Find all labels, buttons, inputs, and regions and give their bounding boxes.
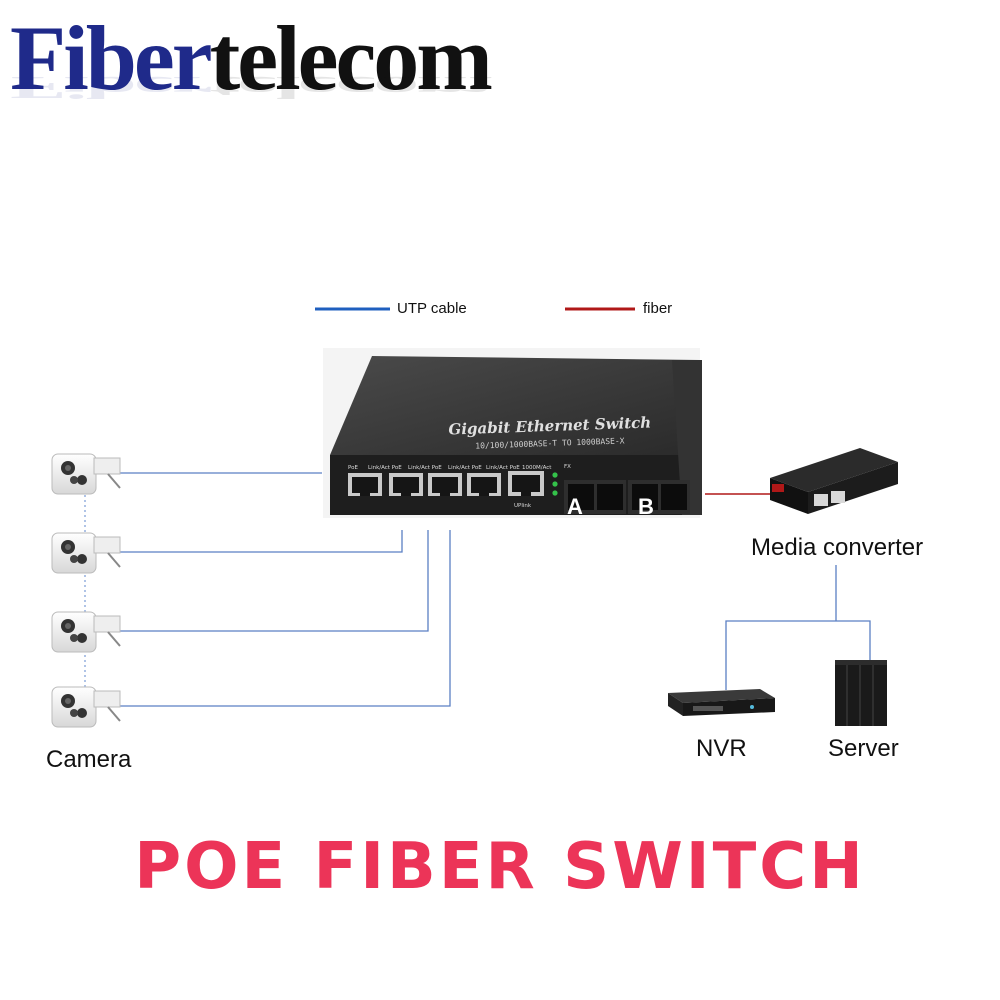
utp-cable-camera-4 (120, 530, 451, 707)
port-label-5: Link/Act PoE (486, 465, 520, 471)
utp-cables (120, 472, 871, 707)
legend-utp-label: UTP cable (397, 300, 467, 317)
media-converter (770, 448, 898, 514)
status-leds (552, 472, 558, 496)
port-b-label: B (638, 494, 654, 519)
switch-port-labels: PoE Link/Act PoE Link/Act PoE Link/Act P… (348, 464, 571, 509)
utp-cable-camera-2 (120, 530, 403, 553)
nvr-device (668, 689, 775, 716)
utp-cable-nvr (725, 620, 871, 690)
fiber-switch: Gigabit Ethernet Switch 10/100/1000BASE-… (323, 348, 702, 518)
sfp-port-a (564, 480, 626, 514)
logo-tail: telecom (209, 7, 493, 109)
headline: POE FIBER SWITCH (134, 830, 866, 904)
uplink-label: UPlink (514, 503, 532, 509)
rj45-port-2 (389, 473, 423, 496)
switch-top (330, 356, 702, 455)
sfp-port-b (628, 480, 690, 514)
utp-cable-camera-3 (120, 530, 429, 632)
port-label-4: Link/Act PoE (448, 465, 482, 471)
nvr-label: NVR (696, 735, 747, 762)
rj45-port-3 (428, 473, 462, 496)
port-a-label: A (567, 494, 583, 519)
camera-4 (51, 686, 121, 728)
port-label-2: Link/Act PoE (368, 465, 402, 471)
camera-2 (51, 532, 121, 574)
camera-1 (51, 453, 121, 495)
rj45-port-1 (348, 473, 382, 496)
server-label: Server (828, 735, 899, 762)
camera-label: Camera (46, 746, 132, 773)
media-converter-label: Media converter (751, 534, 924, 561)
port-label-3: Link/Act PoE (408, 465, 442, 471)
rj45-port-4 (467, 473, 501, 496)
fx-label: FX (564, 464, 571, 470)
port-label-1: PoE (348, 465, 358, 471)
logo-head: Fiber (10, 7, 213, 109)
legend-fiber-label: fiber (643, 300, 673, 317)
logo: Fibertelecom (10, 12, 493, 104)
camera-3 (51, 611, 121, 653)
port-label-6: 1000M/Act (522, 465, 552, 471)
server-device (835, 660, 887, 726)
rj45-ports (348, 471, 544, 496)
rj45-port-uplink (508, 471, 544, 496)
